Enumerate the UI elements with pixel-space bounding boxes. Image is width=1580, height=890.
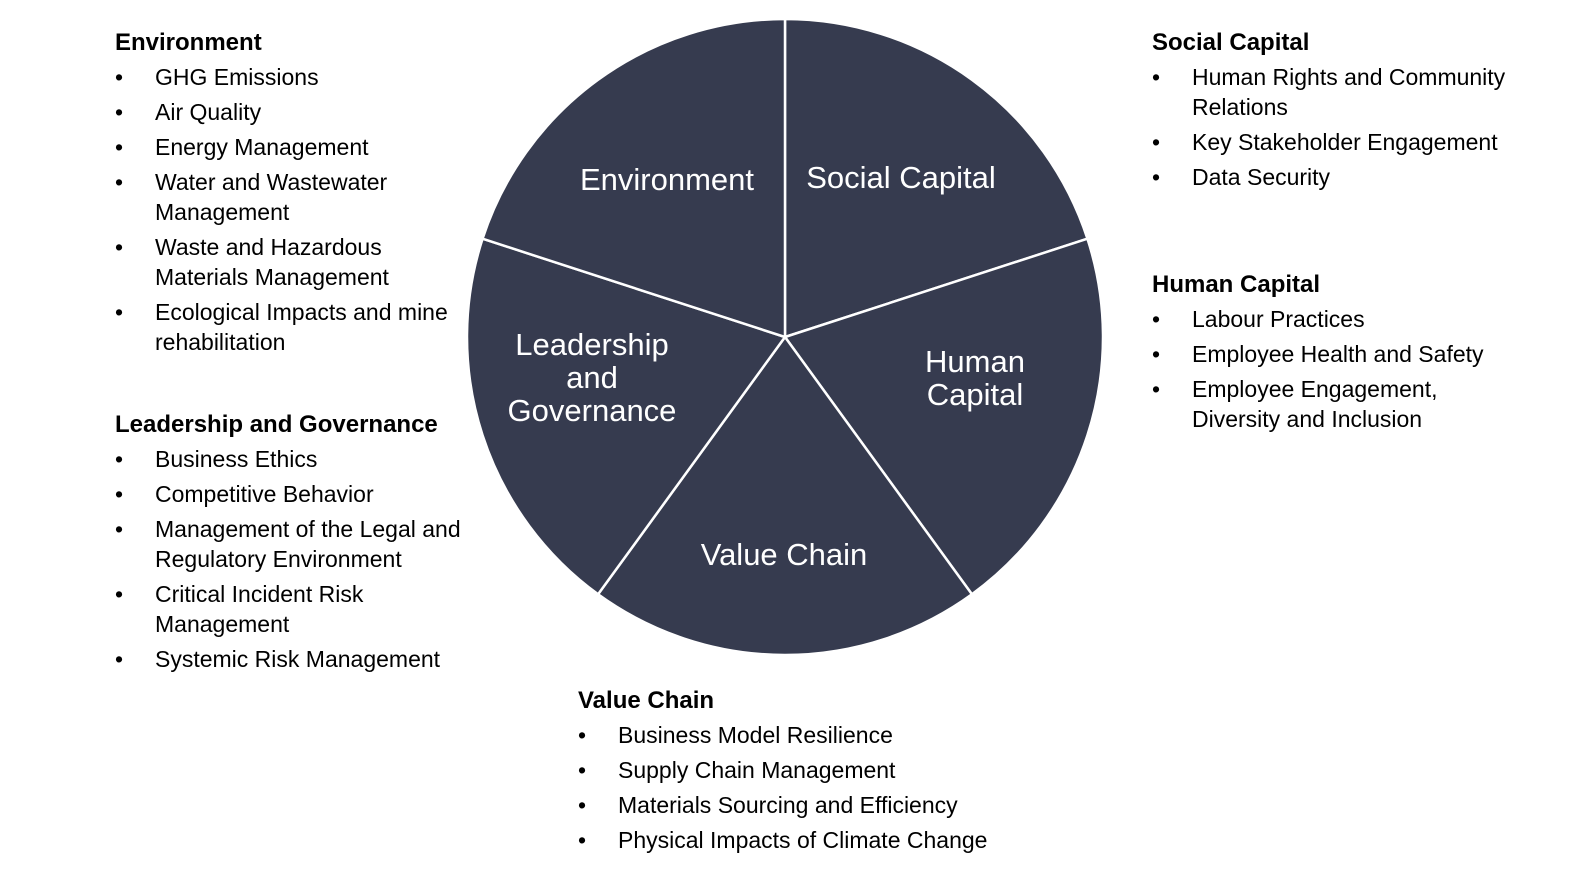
- topic-item: • Key Stakeholder Engagement: [1152, 127, 1512, 157]
- bullet-icon: •: [578, 757, 587, 783]
- bullet-icon: •: [115, 134, 124, 160]
- bullet-icon: •: [1152, 306, 1161, 332]
- topic-item-label: Business Ethics: [155, 446, 318, 472]
- wheel-segment-leadership: [481, 17, 787, 339]
- bullet-icon: •: [115, 581, 124, 607]
- leadership-governance-panel-title: Leadership and Governance: [115, 411, 438, 438]
- topic-item-label: Physical Impacts of Climate Change: [618, 827, 988, 853]
- value-chain-panel: Value Chain • Business Model Resilience • S…: [578, 686, 1058, 860]
- topic-item: • Critical Incident Risk Management: [115, 579, 485, 639]
- topic-item: • Employee Engagement, Diversity and Incl…: [1152, 374, 1512, 434]
- topic-item-label: Water and Wastewater Management: [155, 169, 388, 225]
- bullet-icon: •: [578, 722, 587, 748]
- bullet-icon: •: [1152, 376, 1161, 402]
- leadership-governance-topic-list: • Business Ethics • Competitive Behavior • Ma…: [115, 444, 485, 674]
- topic-item-label: Systemic Risk Management: [155, 646, 441, 672]
- wheel-segment-environment: [783, 17, 1089, 339]
- wheel-label-line: Capital: [927, 377, 1024, 412]
- topic-item-label: Waste and Hazardous Materials Management: [155, 234, 389, 290]
- topic-item-label: Management of the Legal and Regulatory E…: [155, 516, 461, 572]
- social-capital-panel: Social Capital • Human Rights and Communi…: [1152, 28, 1512, 197]
- topic-item: • Business Ethics: [115, 444, 485, 474]
- wheel-label-social: Social Capital: [806, 160, 996, 195]
- topic-item-label: Ecological Impacts and mine rehabilitati…: [155, 299, 448, 355]
- bullet-icon: •: [115, 446, 124, 472]
- topic-item-label: Human Rights and Community Relations: [1192, 64, 1506, 120]
- wheel-label-line: Leadership: [515, 327, 668, 362]
- topic-item: • Competitive Behavior: [115, 479, 485, 509]
- bullet-icon: •: [115, 169, 124, 195]
- topic-item: • Energy Management: [115, 132, 475, 162]
- topic-item: • Supply Chain Management: [578, 755, 1058, 785]
- human-capital-panel-title: Human Capital: [1152, 271, 1321, 298]
- topic-item-label: GHG Emissions: [155, 64, 319, 90]
- environment-panel-title: Environment: [115, 29, 262, 56]
- leadership-governance-panel: Leadership and Governance • Business Ethi…: [115, 410, 485, 679]
- bullet-icon: •: [115, 481, 124, 507]
- wheel-segment-value-chain: [465, 237, 787, 596]
- value-chain-panel-title: Value Chain: [578, 687, 715, 714]
- topic-item-label: Labour Practices: [1192, 306, 1365, 332]
- social-capital-panel-title: Social Capital: [1152, 29, 1310, 56]
- bullet-icon: •: [115, 234, 124, 260]
- topic-item-label: Data Security: [1192, 164, 1331, 190]
- topic-item-label: Business Model Resilience: [618, 722, 893, 748]
- bullet-icon: •: [115, 99, 124, 125]
- bullet-icon: •: [1152, 164, 1161, 190]
- topic-item-label: Key Stakeholder Engagement: [1192, 129, 1498, 155]
- topic-item: • Water and Wastewater Management: [115, 167, 475, 227]
- bullet-icon: •: [578, 827, 587, 853]
- bullet-icon: •: [115, 516, 124, 542]
- topic-item: • Physical Impacts of Climate Change: [578, 825, 1058, 855]
- human-capital-topic-list: • Labour Practices • Employee Health and Sa…: [1152, 304, 1512, 434]
- wheel-label-value-chain: Value Chain: [701, 537, 868, 572]
- topic-item: • Business Model Resilience: [578, 720, 1058, 750]
- bullet-icon: •: [1152, 64, 1161, 90]
- topic-item: • Materials Sourcing and Efficiency: [578, 790, 1058, 820]
- wheel-label-line: Social Capital: [806, 160, 996, 195]
- bullet-icon: •: [578, 792, 587, 818]
- wheel-label-line: Value Chain: [701, 537, 868, 572]
- topic-item-label: Critical Incident Risk Management: [155, 581, 364, 637]
- topic-item: • Air Quality: [115, 97, 475, 127]
- topic-item: • GHG Emissions: [115, 62, 475, 92]
- topic-item: • Waste and Hazardous Materials Managemen…: [115, 232, 475, 292]
- wheel-label-line: and: [566, 360, 618, 395]
- wheel-segment-human: [596, 335, 974, 657]
- topic-item-label: Employee Health and Safety: [1192, 341, 1484, 367]
- wheel-label-line: Governance: [508, 393, 677, 428]
- topic-item-label: Supply Chain Management: [618, 757, 896, 783]
- topic-item: • Ecological Impacts and mine rehabilitat…: [115, 297, 475, 357]
- wheel-label-line: Human: [925, 344, 1025, 379]
- value-chain-topic-list: • Business Model Resilience • Supply Chain …: [578, 720, 1058, 855]
- topic-item: • Management of the Legal and Regulatory …: [115, 514, 485, 574]
- wheel-label-environment: Environment: [580, 162, 754, 197]
- bullet-icon: •: [1152, 129, 1161, 155]
- topic-item: • Labour Practices: [1152, 304, 1512, 334]
- bullet-icon: •: [115, 646, 124, 672]
- bullet-icon: •: [115, 64, 124, 90]
- wheel-label-line: Environment: [580, 162, 754, 197]
- topic-item: • Human Rights and Community Relations: [1152, 62, 1512, 122]
- wheel-segment-social: [783, 237, 1105, 596]
- topic-item: • Employee Health and Safety: [1152, 339, 1512, 369]
- environment-panel: Environment • GHG Emissions • Air Quality • E…: [115, 28, 475, 362]
- bullet-icon: •: [115, 299, 124, 325]
- social-capital-topic-list: • Human Rights and Community Relations • Ke…: [1152, 62, 1512, 192]
- topic-item-label: Energy Management: [155, 134, 369, 160]
- topic-item-label: Competitive Behavior: [155, 481, 374, 507]
- bullet-icon: •: [1152, 341, 1161, 367]
- environment-topic-list: • GHG Emissions • Air Quality • Energy Manage…: [115, 62, 475, 357]
- topic-item: • Systemic Risk Management: [115, 644, 485, 674]
- topic-item-label: Employee Engagement, Diversity and Inclu…: [1192, 376, 1438, 432]
- topic-item-label: Air Quality: [155, 99, 262, 125]
- topic-item-label: Materials Sourcing and Efficiency: [618, 792, 958, 818]
- human-capital-panel: Human Capital • Labour Practices • Employee…: [1152, 270, 1512, 439]
- topic-item: • Data Security: [1152, 162, 1512, 192]
